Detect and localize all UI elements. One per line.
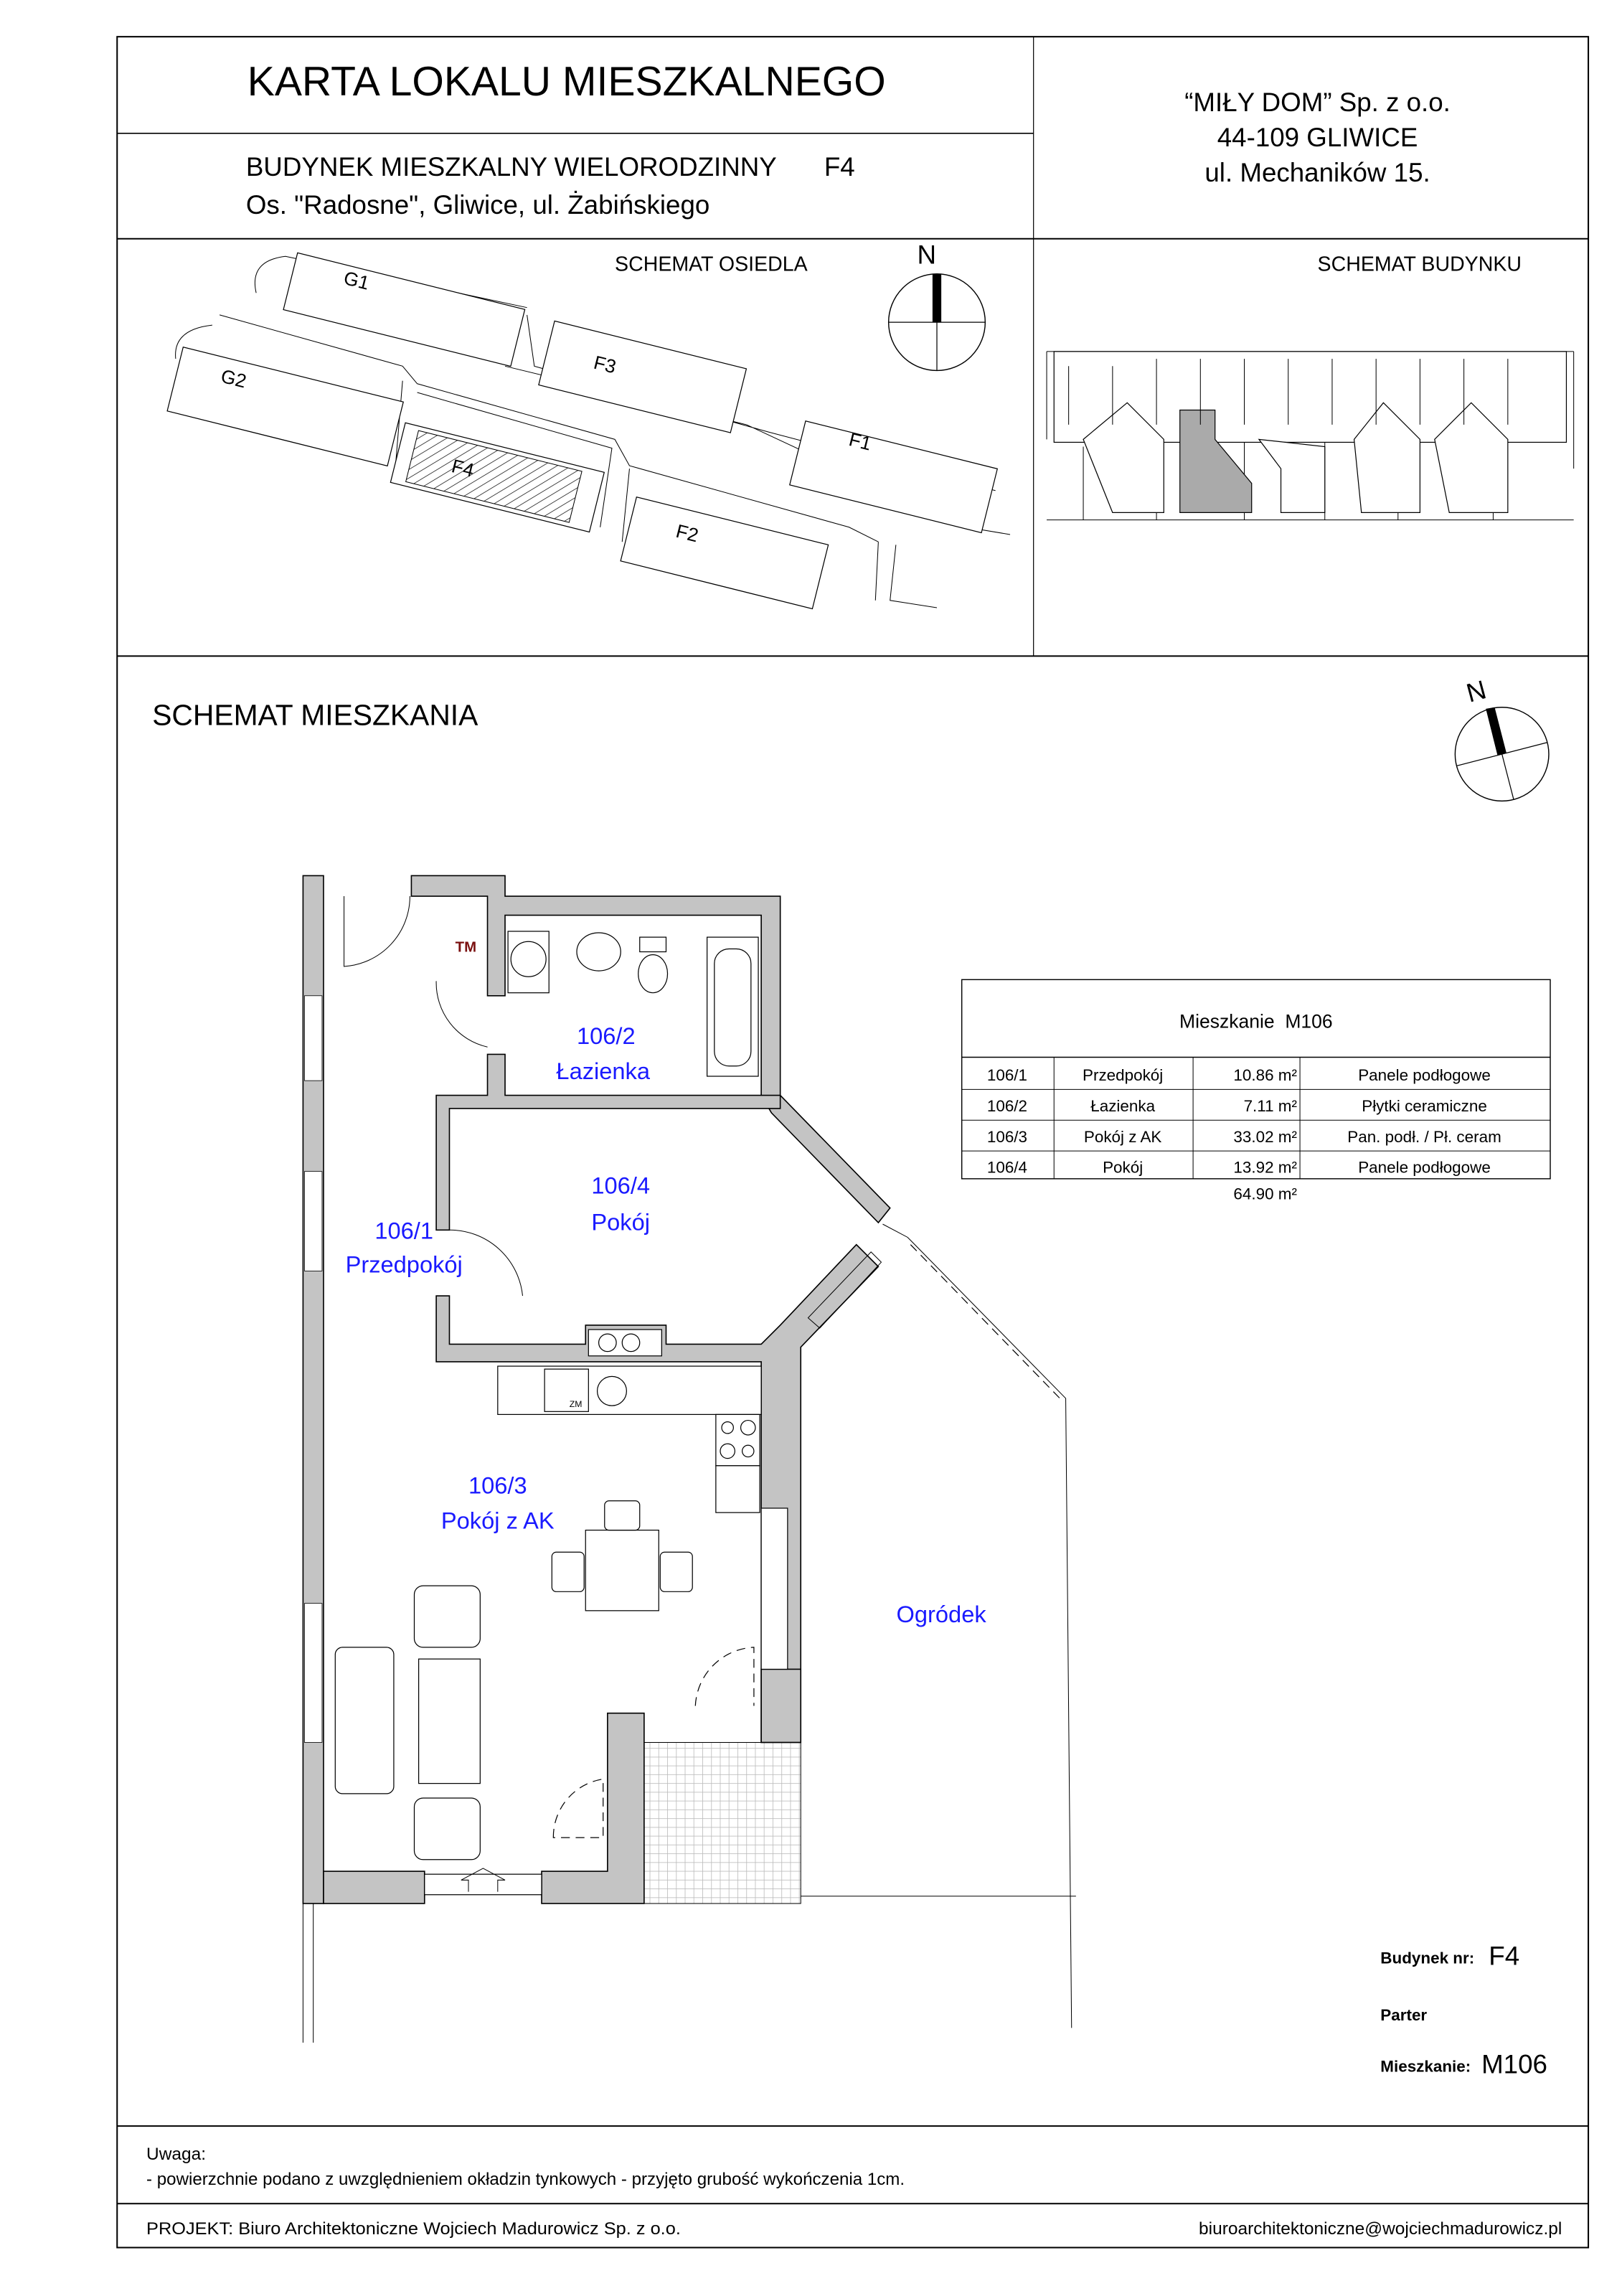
site-building-f4: F4	[390, 422, 605, 533]
building-code: F4	[824, 152, 855, 182]
apartment-number-label: Mieszkanie:	[1380, 2058, 1471, 2076]
table-row: 106/1 Przedpokój 10.86 m² Panele podłogowe	[987, 1066, 1491, 1084]
site-plan: G1 G2 F3 F4 F1 F2	[166, 252, 1011, 610]
notes-title: Uwaga:	[146, 2145, 206, 2164]
svg-text:F2: F2	[674, 520, 700, 547]
cell-number: 106/1	[987, 1066, 1027, 1084]
north-label: N	[917, 240, 936, 269]
dining-table	[585, 1529, 659, 1612]
company-street: ul. Mechaników 15.	[1204, 158, 1430, 187]
north-arrow-icon	[932, 273, 942, 323]
table-title: Mieszkanie M106	[1179, 1011, 1333, 1032]
company-city: 44-109 GLIWICE	[1217, 123, 1418, 152]
cell-floor: Płytki ceramiczne	[1362, 1097, 1487, 1115]
north-arrow-icon	[1486, 707, 1507, 756]
cell-number: 106/2	[987, 1097, 1027, 1115]
room-name: Pokój	[591, 1208, 650, 1235]
room-number: 106/2	[577, 1022, 636, 1049]
building-plan	[1046, 351, 1575, 521]
site-compass: N	[887, 240, 986, 372]
room-name: Pokój z AK	[441, 1507, 555, 1534]
table-row: 106/3 Pokój z AK 33.02 m² Pan. podł. / Pł. …	[987, 1128, 1501, 1146]
building-type: BUDYNEK MIESZKALNY WIELORODZINNY	[246, 152, 777, 182]
table-total: 64.90 m²	[1233, 1185, 1297, 1203]
contact-email[interactable]: biuroarchitektoniczne@wojciechmadurowicz…	[1199, 2219, 1562, 2239]
north-label: N	[1463, 674, 1489, 707]
toilet	[638, 954, 669, 994]
building-plan-label: SCHEMAT BUDYNKU	[1318, 253, 1522, 276]
apartment-compass: N	[1454, 674, 1550, 802]
cell-room: Łazienka	[1090, 1097, 1155, 1115]
svg-text:F3: F3	[592, 352, 618, 378]
floor-plan: TM ZM 106/2 Łazienka 106/4 Pokój 106/1 P…	[302, 875, 1076, 2043]
cell-floor: Panele podłogowe	[1358, 1066, 1491, 1084]
building-address: Os. "Radosne", Gliwice, ul. Żabińskiego	[246, 190, 710, 220]
garden-label: Ogródek	[897, 1601, 987, 1627]
document-title: KARTA LOKALU MIESZKALNEGO	[247, 59, 886, 105]
floor-label: Parter	[1380, 2006, 1427, 2024]
table-row: 106/2 Łazienka 7.11 m² Płytki ceramiczne	[987, 1097, 1487, 1115]
table-row: 106/4 Pokój 13.92 m² Panele podłogowe	[987, 1159, 1491, 1177]
building-number-value: F4	[1489, 1942, 1519, 1971]
cell-room: Pokój z AK	[1084, 1128, 1162, 1146]
washbasin	[576, 932, 621, 971]
svg-text:F1: F1	[847, 428, 873, 455]
card-frame	[116, 36, 1590, 2249]
kitchen-counter	[497, 1365, 762, 1416]
sofa	[334, 1647, 395, 1794]
armchair	[413, 1797, 481, 1860]
cell-floor: Pan. podł. / Pł. ceram	[1347, 1128, 1501, 1146]
site-building-f2: F2	[620, 496, 829, 610]
cell-floor: Panele podłogowe	[1358, 1159, 1491, 1177]
site-building-f3: F3	[538, 320, 748, 433]
zm-marker: ZM	[570, 1399, 583, 1409]
terrace-tiles	[643, 1741, 801, 1904]
cell-area: 7.11 m²	[1244, 1097, 1298, 1115]
company-name: “MIŁY DOM” Sp. z o.o.	[1184, 88, 1451, 117]
cell-number: 106/3	[987, 1128, 1027, 1146]
cell-area: 10.86 m²	[1233, 1066, 1297, 1084]
room-number: 106/3	[468, 1472, 527, 1499]
room-name: Przedpokój	[346, 1251, 463, 1277]
highlighted-unit	[1179, 409, 1253, 513]
svg-text:F4: F4	[450, 455, 476, 481]
apartment-plan-label: SCHEMAT MIESZKANIA	[152, 698, 478, 731]
cell-room: Przedpokój	[1083, 1066, 1163, 1084]
coffee-table	[418, 1658, 481, 1784]
room-number: 106/1	[374, 1218, 433, 1244]
room-name: Łazienka	[556, 1058, 650, 1084]
cell-area: 13.92 m²	[1233, 1159, 1297, 1177]
building-number-label: Budynek nr:	[1380, 1949, 1474, 1967]
armchair	[413, 1585, 481, 1648]
cell-number: 106/4	[987, 1159, 1027, 1177]
notes-text: - powierzchnie podano z uwzględnieniem o…	[146, 2170, 905, 2189]
project-credit: PROJEKT: Biuro Architektoniczne Wojciech…	[146, 2219, 681, 2239]
cell-room: Pokój	[1103, 1159, 1143, 1177]
site-building-f1: F1	[789, 420, 999, 534]
room-number: 106/4	[591, 1172, 650, 1198]
site-building-g2: G2	[166, 346, 404, 467]
site-plan-label: SCHEMAT OSIEDLA	[615, 253, 808, 276]
tm-marker: TM	[456, 940, 476, 956]
site-building-g1: G1	[283, 252, 526, 367]
cell-area: 33.02 m²	[1233, 1128, 1297, 1146]
apartment-number-value: M106	[1481, 2050, 1547, 2079]
area-table: Mieszkanie M106	[961, 979, 1551, 1180]
